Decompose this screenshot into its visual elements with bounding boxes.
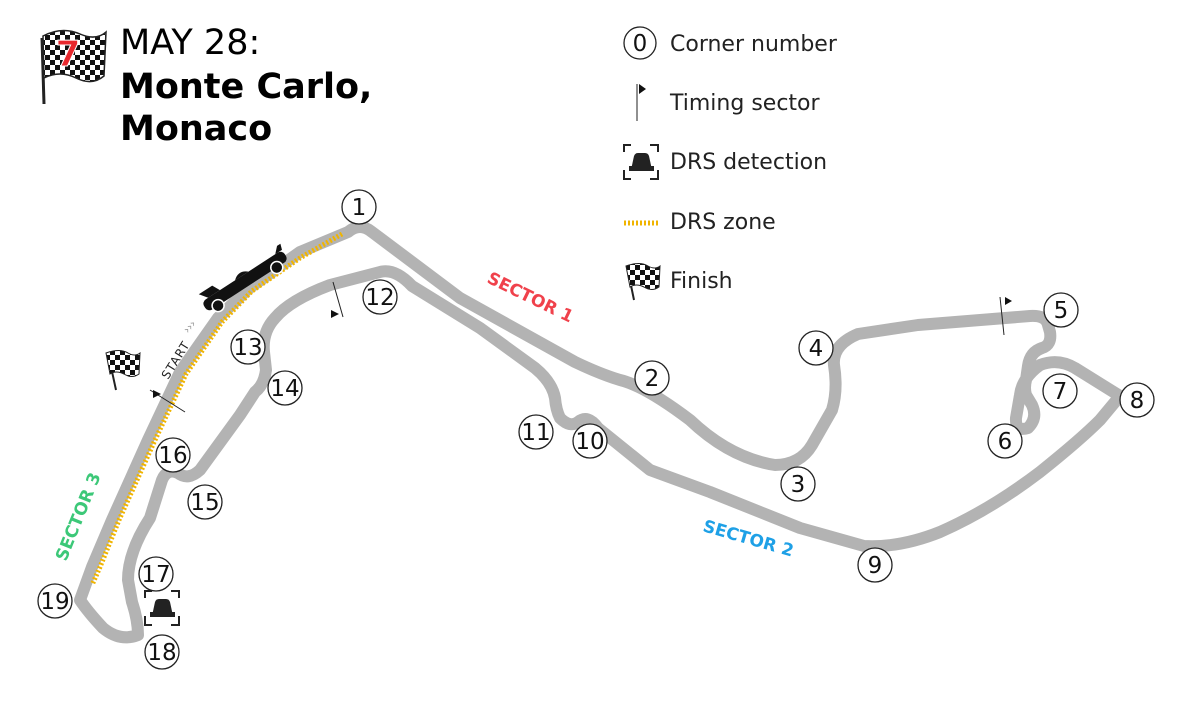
corner-circle (634, 360, 670, 396)
track-outline (74, 221, 1126, 644)
corner-number-label: 8 (1130, 388, 1145, 414)
legend-corner-label: Corner number (670, 32, 838, 57)
corner-circle (138, 556, 174, 592)
corner-circle (1042, 373, 1078, 409)
corner-circle (857, 547, 893, 583)
corner-marker-17: 17 (138, 556, 174, 592)
corner-marker-7: 7 (1042, 373, 1078, 409)
corner-circle (144, 634, 180, 670)
corner-circle (230, 329, 266, 365)
legend-drs-detection-label: DRS detection (670, 150, 827, 175)
corner-circle (362, 279, 398, 315)
corner-number-label: 16 (158, 443, 187, 469)
corner-circle (518, 414, 554, 450)
legend-timing-sector: Timing sector (636, 84, 820, 121)
corner-number-label: 2 (645, 366, 660, 392)
corner-circle (572, 423, 608, 459)
timing-flag-icon (639, 84, 646, 94)
corner-number-label: 19 (40, 589, 69, 615)
corner-number-label: 3 (791, 472, 806, 498)
corner-marker-2: 2 (634, 360, 670, 396)
corner-number-label: 17 (141, 562, 170, 588)
legend-finish: Finish (625, 263, 733, 301)
finish-flag-icon (105, 350, 141, 391)
corner-sample-label: 0 (633, 31, 648, 57)
legend-corner-number: 0 Corner number (623, 26, 838, 60)
corner-number-label: 9 (868, 553, 883, 579)
corner-circle (780, 466, 816, 502)
timing-flag-icon (153, 390, 161, 398)
corner-number-label: 15 (190, 490, 219, 516)
legend-drs-zone: DRS zone (624, 210, 776, 235)
corner-circle (267, 370, 303, 406)
corner-number-label: 14 (270, 376, 299, 402)
drs-zone (89, 231, 344, 587)
corner-marker-14: 14 (267, 370, 303, 406)
circuit-country: Monaco (120, 109, 272, 149)
corner-number-label: 1 (352, 195, 367, 221)
finish-flag-icon (625, 263, 661, 301)
corner-marker-9: 9 (857, 547, 893, 583)
race-date: MAY 28: (120, 23, 260, 63)
corner-marker-11: 11 (518, 414, 554, 450)
drs-detection-icon (623, 144, 659, 180)
corner-circle (987, 423, 1023, 459)
corner-circle (798, 330, 834, 366)
start-arrows: ››› (181, 317, 199, 336)
legend: 0 Corner number Timing sector DRS detect… (623, 26, 838, 301)
corner-marker-10: 10 (572, 423, 608, 459)
corner-marker-16: 16 (155, 437, 191, 473)
timing-flag-icon (331, 310, 339, 318)
round-number: 7 (55, 34, 80, 75)
corner-number-label: 5 (1054, 298, 1069, 324)
corner-circle (1043, 292, 1079, 328)
timing-sector-marker-3 (999, 296, 1012, 336)
legend-timing-label: Timing sector (669, 91, 820, 116)
drs-detection-icon (144, 590, 180, 626)
timing-sector-marker-1 (149, 389, 186, 413)
corner-marker-1: 1 (341, 189, 377, 225)
corner-circle (37, 583, 73, 619)
corner-marker-8: 8 (1119, 382, 1155, 418)
corner-circle (1119, 382, 1155, 418)
corner-number-label: 11 (521, 420, 550, 446)
corner-marker-15: 15 (187, 484, 223, 520)
round-flag-icon: 7 (40, 29, 107, 105)
corner-number-label: 12 (365, 285, 394, 311)
corner-circle (187, 484, 223, 520)
corner-marker-5: 5 (1043, 292, 1079, 328)
timing-flag-icon (1005, 297, 1012, 305)
legend-drs-detection: DRS detection (623, 144, 827, 180)
corner-marker-6: 6 (987, 423, 1023, 459)
race-car-icon (198, 243, 287, 313)
corner-circle (155, 437, 191, 473)
corner-number-label: 7 (1053, 379, 1068, 405)
legend-drs-zone-label: DRS zone (670, 210, 776, 235)
corner-marker-18: 18 (144, 634, 180, 670)
corner-number-label: 18 (147, 640, 176, 666)
corner-number-label: 4 (809, 336, 824, 362)
corner-number-label: 6 (998, 429, 1013, 455)
corner-marker-19: 19 (37, 583, 73, 619)
corner-marker-3: 3 (780, 466, 816, 502)
corner-circle (341, 189, 377, 225)
circuit-name: Monte Carlo, (120, 67, 372, 107)
corner-number-label: 10 (575, 429, 604, 455)
corner-marker-4: 4 (798, 330, 834, 366)
corner-number-label: 13 (233, 335, 262, 361)
timing-sector-marker-2 (331, 281, 344, 318)
corner-marker-12: 12 (362, 279, 398, 315)
corner-marker-icon (623, 26, 657, 60)
legend-finish-label: Finish (670, 269, 733, 294)
corner-marker-13: 13 (230, 329, 266, 365)
